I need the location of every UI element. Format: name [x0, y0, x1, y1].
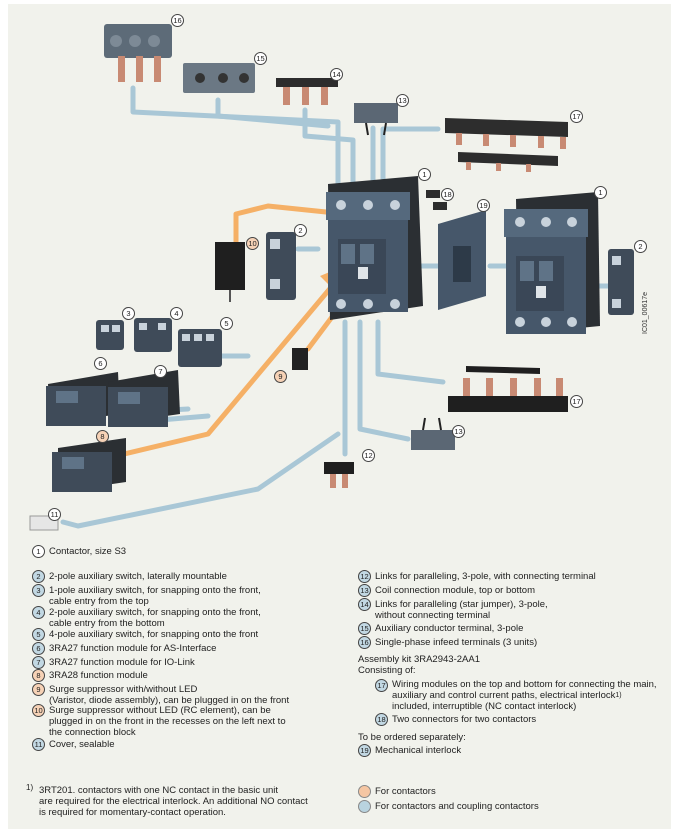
function-module-6 — [46, 372, 120, 426]
star-jumper-14 — [276, 78, 338, 105]
legend-text-2: 2-pole auxiliary switch, laterally mount… — [49, 571, 227, 582]
callout-7: 7 — [154, 365, 167, 378]
callout-10: 10 — [246, 237, 259, 250]
function-module-7 — [108, 370, 180, 427]
callout-1-main: 1 — [418, 168, 431, 181]
callout-19: 19 — [477, 199, 490, 212]
legend-num-8: 8 — [32, 669, 45, 682]
callout-14: 14 — [330, 68, 343, 81]
callout-5: 5 — [220, 317, 233, 330]
legend-text-10: Surge suppressor without LED (RC element… — [49, 705, 286, 738]
color-key-label-orange: For contactors — [375, 786, 436, 797]
footnote-line-3: is required for momentary-contact operat… — [39, 807, 226, 818]
legend-num-18: 18 — [375, 713, 388, 726]
links-12 — [324, 462, 354, 488]
legend-text-18: Two connectors for two contactors — [392, 714, 537, 725]
legend-num-13: 13 — [358, 584, 371, 597]
wiring-module-17-top — [445, 118, 568, 172]
callout-11: 11 — [48, 508, 61, 521]
legend-text-9: Surge suppressor with/without LED(Varist… — [49, 684, 290, 706]
legend-text-1: Contactor, size S3 — [49, 546, 127, 557]
callout-13-top: 13 — [396, 94, 409, 107]
legend-num-16: 16 — [358, 636, 371, 649]
mechanical-interlock-19 — [438, 210, 486, 310]
auxiliary-terminal-15 — [183, 63, 255, 93]
aux-switch-2-left — [266, 232, 296, 300]
callout-17-bottom: 17 — [570, 395, 583, 408]
coil-module-13-bottom — [411, 417, 455, 450]
second-contactor-1 — [504, 192, 600, 334]
callout-1-second: 1 — [594, 186, 607, 199]
callout-3: 3 — [122, 307, 135, 320]
callout-4: 4 — [170, 307, 183, 320]
separately-heading: To be ordered separately: — [358, 732, 466, 743]
color-key-swatch-blue — [358, 800, 371, 813]
callout-9: 9 — [274, 370, 287, 383]
legend-num-2: 2 — [32, 570, 45, 583]
legend-num-19: 19 — [358, 744, 371, 757]
legend-text-19: Mechanical interlock — [375, 745, 462, 756]
exploded-view-diagram — [29, 24, 634, 531]
legend-text-13: Coil connection module, top or bottom — [375, 585, 536, 596]
callout-12: 12 — [362, 449, 375, 462]
legend-num-9: 9 — [32, 683, 45, 696]
legend-num-4: 4 — [32, 606, 45, 619]
legend-text-6: 3RA27 function module for AS-Interface — [49, 643, 217, 654]
legend-num-14: 14 — [358, 598, 371, 611]
legend-text-17: Wiring modules on the top and bottom for… — [392, 679, 657, 712]
callout-6: 6 — [94, 357, 107, 370]
legend-text-8: 3RA28 function module — [49, 670, 148, 681]
color-key-swatch-orange — [358, 785, 371, 798]
callout-13-bottom: 13 — [452, 425, 465, 438]
callout-16: 16 — [171, 14, 184, 27]
legend-text-4: 2-pole auxiliary switch, for snapping on… — [49, 607, 261, 629]
legend-num-12: 12 — [358, 570, 371, 583]
aux-switch-5 — [178, 329, 222, 367]
legend-num-1: 1 — [32, 545, 45, 558]
legend-text-16: Single-phase infeed terminals (3 units) — [375, 637, 538, 648]
drawing-code: IC01_00617e — [642, 291, 649, 334]
catalog-sheet: 16 15 14 13 17 1 18 1 19 2 10 2 3 4 5 6 … — [8, 4, 671, 829]
legend-text-3: 1-pole auxiliary switch, for snapping on… — [49, 585, 261, 607]
function-module-8 — [52, 438, 126, 492]
footnote-line-1: 3RT201. contactors with one NC contact i… — [39, 785, 279, 796]
aux-switch-2-right — [608, 249, 634, 315]
rc-element-10 — [215, 242, 245, 302]
assembly-kit-heading: Assembly kit 3RA2943-2AA1 — [358, 654, 480, 665]
footnote-mark: 1) — [26, 783, 34, 792]
legend-num-3: 3 — [32, 584, 45, 597]
callout-2-left: 2 — [294, 224, 307, 237]
legend-num-10: 10 — [32, 704, 45, 717]
callout-18: 18 — [441, 188, 454, 201]
main-contactor-1 — [326, 176, 423, 320]
legend-num-7: 7 — [32, 656, 45, 669]
legend-num-15: 15 — [358, 622, 371, 635]
legend-text-15: Auxiliary conductor terminal, 3-pole — [375, 623, 524, 634]
assembly-kit-consisting: Consisting of: — [358, 665, 416, 676]
legend-num-11: 11 — [32, 738, 45, 751]
footnote-line-2: are required for the electrical interloc… — [39, 796, 308, 807]
wiring-module-17-bottom — [448, 366, 568, 412]
surge-suppressor-9 — [292, 348, 308, 370]
legend-num-5: 5 — [32, 628, 45, 641]
aux-switch-4 — [134, 318, 172, 352]
legend-text-7: 3RA27 function module for IO-Link — [49, 657, 195, 668]
callout-2-right: 2 — [634, 240, 647, 253]
legend-text-5: 4-pole auxiliary switch, for snapping on… — [49, 629, 259, 640]
legend-num-17: 17 — [375, 679, 388, 692]
callout-17-top: 17 — [570, 110, 583, 123]
legend-text-12: Links for paralleling, 3-pole, with conn… — [375, 571, 596, 582]
color-key-label-blue: For contactors and coupling contactors — [375, 801, 539, 812]
callout-15: 15 — [254, 52, 267, 65]
legend-text-14: Links for paralleling (star jumper), 3-p… — [375, 599, 548, 621]
legend-text-11: Cover, sealable — [49, 739, 115, 750]
connectors-18 — [426, 190, 447, 210]
callout-8: 8 — [96, 430, 109, 443]
aux-switch-3 — [96, 320, 124, 350]
coil-module-13-top — [354, 103, 398, 136]
infeed-terminals-16 — [104, 24, 172, 82]
legend-num-6: 6 — [32, 642, 45, 655]
